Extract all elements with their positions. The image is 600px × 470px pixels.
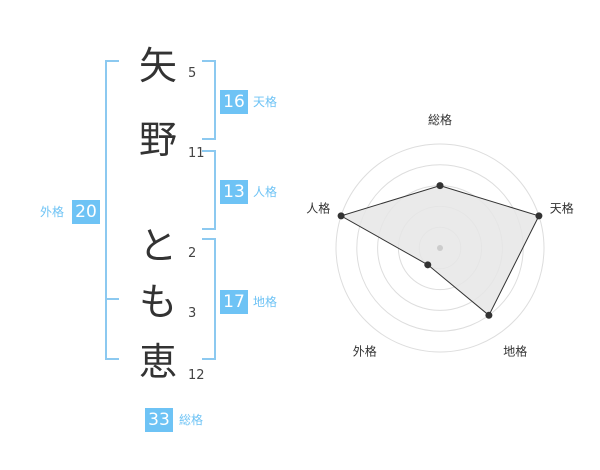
name-char-4: も bbox=[138, 280, 177, 324]
tenkaku-value-badge: 16 bbox=[220, 90, 248, 114]
gaikaku-bracket bbox=[105, 60, 119, 360]
stroke-count-1: 5 bbox=[188, 66, 197, 81]
radar-axis-label-5: 人格 bbox=[306, 200, 330, 215]
name-char-2: 野 bbox=[138, 118, 177, 162]
name-char-1: 矢 bbox=[138, 44, 177, 88]
stroke-count-2: 11 bbox=[188, 146, 205, 161]
stroke-count-3: 2 bbox=[188, 246, 197, 261]
chikaku-bracket bbox=[202, 238, 216, 360]
jinkaku-label: 人格 bbox=[253, 185, 278, 199]
jinkaku-bracket bbox=[202, 150, 216, 230]
radar-axis-label-3: 地格 bbox=[503, 344, 527, 359]
chikaku-value-badge: 17 bbox=[220, 290, 248, 314]
radar-axis-label-4: 外格 bbox=[353, 344, 377, 359]
radar-point-3 bbox=[485, 311, 493, 319]
soukaku-label: 総格 bbox=[179, 413, 204, 427]
radar-point-2 bbox=[535, 212, 543, 220]
tenkaku-label: 天格 bbox=[253, 95, 278, 109]
chikaku-label: 地格 bbox=[253, 295, 278, 309]
name-char-3: と bbox=[138, 224, 177, 268]
radar-point-4 bbox=[424, 261, 432, 269]
stroke-count-5: 12 bbox=[188, 368, 205, 383]
stroke-count-4: 3 bbox=[188, 306, 197, 321]
radar-axis-label-1: 総格 bbox=[428, 112, 452, 127]
tenkaku-bracket bbox=[202, 60, 216, 140]
radar-axis-label-2: 天格 bbox=[550, 200, 574, 215]
gaikaku-value-badge: 20 bbox=[72, 200, 100, 224]
gaikaku-label: 外格 bbox=[40, 205, 65, 219]
radar-point-5 bbox=[337, 212, 345, 220]
name-char-5: 恵 bbox=[138, 340, 177, 384]
radar-point-1 bbox=[436, 182, 444, 190]
radar-center-dot bbox=[437, 245, 443, 251]
radar-grid-ring bbox=[335, 143, 545, 353]
jinkaku-value-badge: 13 bbox=[220, 180, 248, 204]
soukaku-value-badge: 33 bbox=[145, 408, 173, 432]
gaikaku-bracket-mid bbox=[105, 298, 119, 300]
